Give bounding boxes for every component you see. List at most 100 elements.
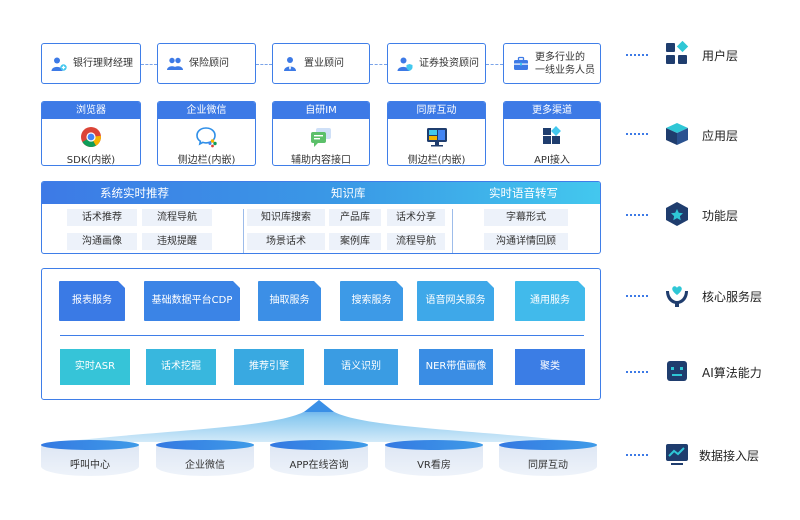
chat-icon bbox=[311, 128, 331, 147]
function-chip: 违规提醒 bbox=[142, 233, 212, 250]
cylinder-top bbox=[156, 440, 254, 450]
app-item-label: 侧边栏(内嵌) bbox=[177, 155, 236, 166]
legend-dots bbox=[626, 295, 648, 297]
function-header-transcribe: 实时语音转写 bbox=[489, 186, 558, 200]
cylinder-top bbox=[270, 440, 368, 450]
legend-label: 用户层 bbox=[702, 49, 739, 63]
ai-capability-block: 推荐引擎 bbox=[234, 349, 304, 385]
app-item-wecom: 企业微信 侧边栏(内嵌) bbox=[157, 101, 256, 166]
screen-icon bbox=[426, 128, 447, 147]
users-icon bbox=[167, 57, 183, 70]
grid-icon bbox=[666, 41, 689, 64]
dashed-connector bbox=[370, 64, 387, 65]
data-source-label: APP在线咨询 bbox=[289, 460, 349, 471]
core-service-label: 搜索服务 bbox=[351, 295, 392, 306]
section-divider bbox=[243, 209, 244, 253]
user-item-more-industries: 更多行业的 一线业务人员 bbox=[503, 43, 601, 84]
core-service-label: 通用服务 bbox=[530, 295, 570, 306]
user-item-label: 证券投资顾问 bbox=[419, 58, 479, 69]
dashed-connector bbox=[256, 64, 272, 65]
data-source-cylinder: 同屏互动 bbox=[499, 440, 597, 476]
legend-dots bbox=[626, 54, 648, 56]
app-item-self-im: 自研IM 辅助内容接口 bbox=[272, 101, 370, 166]
function-chip: 产品库 bbox=[329, 209, 381, 226]
user-item-securities-advisor: 证券投资顾问 bbox=[387, 43, 486, 84]
function-chip: 字幕形式 bbox=[484, 209, 568, 226]
star-badge-icon bbox=[666, 202, 688, 226]
monitor-chart-icon bbox=[666, 444, 688, 465]
function-chip: 案例库 bbox=[329, 233, 381, 250]
ai-capability-block: 实时ASR bbox=[60, 349, 130, 385]
core-service-block: 抽取服务 bbox=[258, 281, 321, 321]
api-icon bbox=[543, 126, 561, 144]
folded-corner bbox=[396, 281, 403, 288]
legend-label: 数据接入层 bbox=[699, 449, 760, 463]
core-service-label: 基础数据平台CDP bbox=[151, 295, 233, 306]
legend-dots bbox=[626, 454, 648, 456]
core-service-block: 语音网关服务 bbox=[417, 281, 494, 321]
data-source-label: VR看房 bbox=[417, 460, 451, 471]
app-item-label: API接入 bbox=[534, 155, 570, 166]
legend-dots bbox=[626, 133, 648, 135]
function-chip: 知识库搜索 bbox=[247, 209, 325, 226]
core-service-label: 语音网关服务 bbox=[425, 295, 486, 306]
function-chip: 话术分享 bbox=[387, 209, 445, 226]
app-item-header: 自研IM bbox=[273, 102, 369, 119]
app-item-header: 企业微信 bbox=[158, 102, 255, 119]
user-item-label: 银行理财经理 bbox=[73, 58, 133, 69]
user-item-insurance-advisor: 保险顾问 bbox=[157, 43, 256, 84]
function-header-knowledge: 知识库 bbox=[331, 186, 366, 200]
app-item-label: 辅助内容接口 bbox=[291, 155, 351, 166]
user-item-label: 置业顾问 bbox=[304, 58, 344, 69]
function-chip: 沟通详情回顾 bbox=[484, 233, 568, 250]
cylinder-top bbox=[41, 440, 139, 450]
folded-corner bbox=[233, 281, 240, 288]
app-item-header: 更多渠道 bbox=[504, 102, 600, 119]
core-service-layer: 报表服务 基础数据平台CDP 抽取服务 搜索服务 语音网关服务 通用服务 实时A… bbox=[41, 268, 601, 400]
data-source-cylinder: 企业微信 bbox=[156, 440, 254, 476]
legend-label: 功能层 bbox=[702, 209, 739, 223]
app-item-more-channels: 更多渠道 API接入 bbox=[503, 101, 601, 166]
user-item-label-group: 更多行业的 一线业务人员 bbox=[535, 51, 595, 77]
briefcase-icon bbox=[514, 56, 528, 70]
user-item-bank-advisor: 银行理财经理 bbox=[41, 43, 141, 84]
core-service-label: 抽取服务 bbox=[269, 295, 310, 306]
core-service-block: 通用服务 bbox=[515, 281, 585, 321]
function-layer-header: 系统实时推荐 知识库 实时语音转写 bbox=[42, 182, 600, 204]
robot-icon bbox=[667, 361, 687, 381]
function-chip: 沟通画像 bbox=[67, 233, 137, 250]
user-plus-icon bbox=[51, 57, 67, 71]
ai-capability-block: 聚类 bbox=[515, 349, 585, 385]
layer-divider bbox=[60, 335, 584, 336]
legend-label: AI算法能力 bbox=[702, 366, 762, 380]
section-divider bbox=[452, 209, 453, 253]
app-item-header: 浏览器 bbox=[42, 102, 140, 119]
core-service-block: 搜索服务 bbox=[340, 281, 403, 321]
agent-icon bbox=[284, 56, 296, 71]
data-source-label: 企业微信 bbox=[185, 460, 225, 471]
function-chip: 流程导航 bbox=[387, 233, 445, 250]
app-item-label: 侧边栏(内嵌) bbox=[407, 155, 466, 166]
core-service-block: 报表服务 bbox=[59, 281, 125, 321]
data-source-cylinder: APP在线咨询 bbox=[270, 440, 368, 476]
function-chip: 场景话术 bbox=[247, 233, 325, 250]
ai-capability-block: 语义识别 bbox=[324, 349, 398, 385]
core-service-block: 基础数据平台CDP bbox=[144, 281, 240, 321]
folded-corner bbox=[314, 281, 321, 288]
legend-dots bbox=[626, 371, 648, 373]
wecom-icon bbox=[195, 127, 217, 148]
data-source-cylinder: VR看房 bbox=[385, 440, 483, 476]
user-item-label-line: 更多行业的 bbox=[535, 51, 585, 63]
user-item-label: 保险顾问 bbox=[189, 58, 229, 69]
dashed-connector bbox=[141, 64, 157, 65]
cube-icon bbox=[666, 123, 688, 145]
dashed-connector bbox=[486, 64, 503, 65]
ai-capability-block: NER带值画像 bbox=[419, 349, 493, 385]
data-source-cylinder: 呼叫中心 bbox=[41, 440, 139, 476]
data-source-label: 同屏互动 bbox=[528, 460, 568, 471]
legend-label: 应用层 bbox=[702, 129, 739, 143]
cylinder-top bbox=[385, 440, 483, 450]
data-source-label: 呼叫中心 bbox=[70, 460, 110, 471]
heart-hand-icon bbox=[666, 286, 688, 307]
